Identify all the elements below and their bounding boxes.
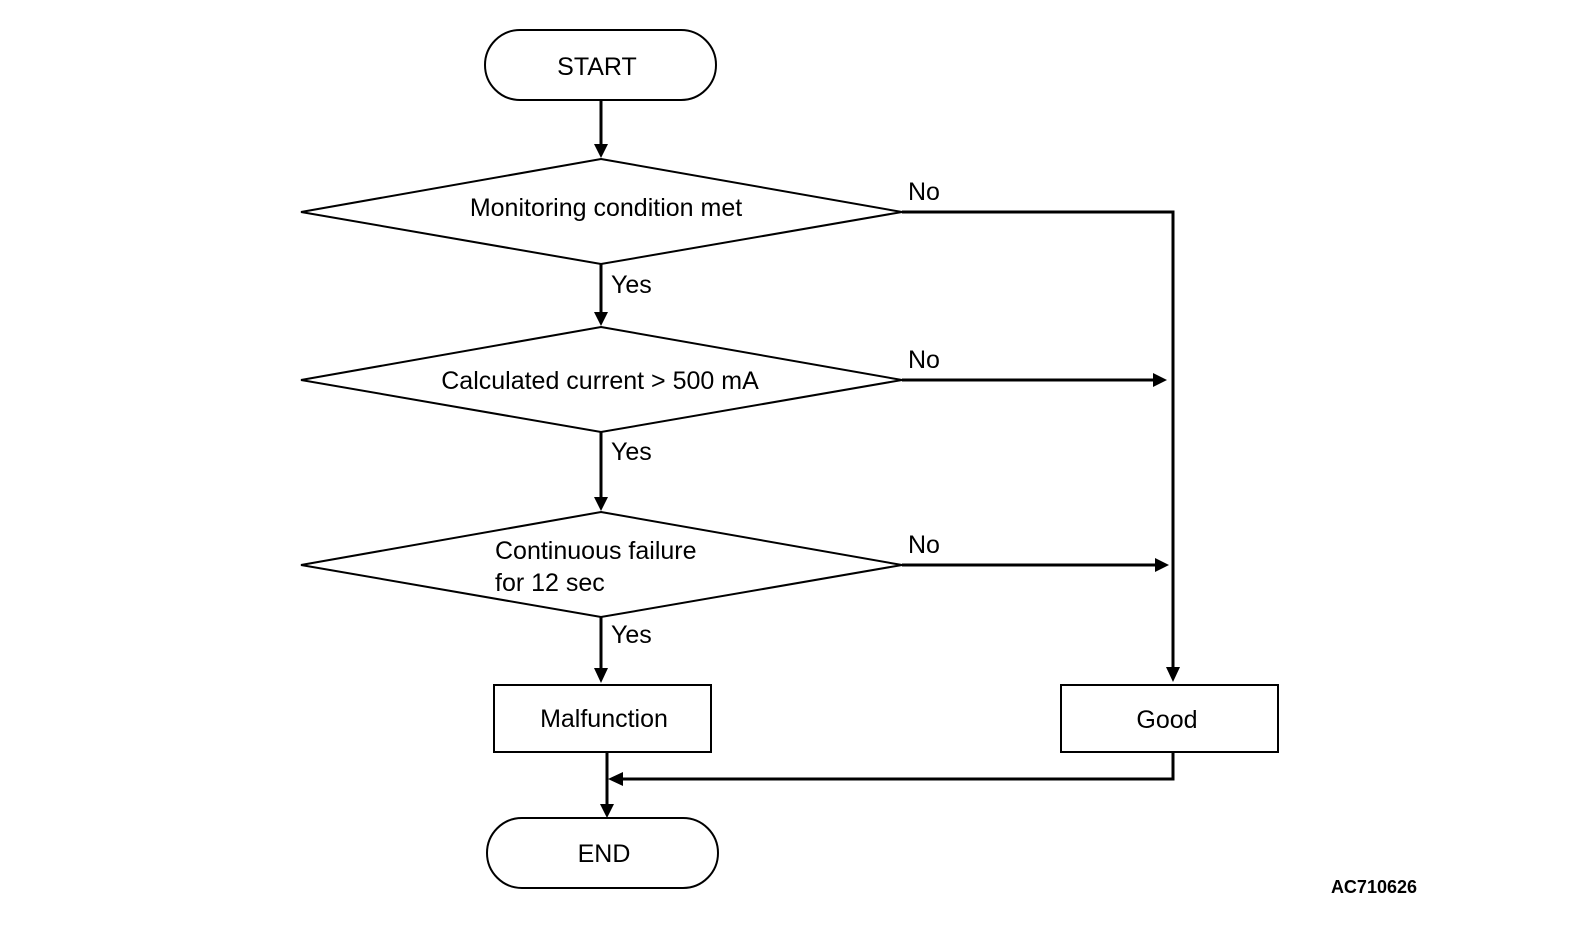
arrowhead-good	[1166, 667, 1180, 682]
arrowhead-decision-1	[594, 144, 608, 158]
yes-label-decision-2: Yes	[611, 438, 652, 466]
end-label: END	[578, 840, 631, 868]
yes-label-decision-3: Yes	[611, 621, 652, 649]
no-label-decision-2: No	[908, 346, 940, 374]
no-label-decision-3: No	[908, 531, 940, 559]
start-node: START	[484, 29, 717, 101]
no-label-decision-1: No	[908, 178, 940, 206]
arrowhead-merge	[608, 772, 623, 786]
good-label: Good	[1136, 706, 1197, 734]
arrowhead-decision-3-no	[1155, 558, 1169, 572]
figure-code: AC710626	[1331, 877, 1417, 897]
connector-good-to-merge	[621, 752, 1175, 781]
yes-label-decision-1: Yes	[611, 271, 652, 299]
decision-continuous-failure: Continuous failure for 12 sec	[300, 510, 903, 619]
start-label: START	[557, 53, 637, 81]
connector-decision-1-no	[902, 210, 1175, 668]
malfunction-label: Malfunction	[540, 705, 668, 733]
good-box: Good	[1060, 684, 1279, 753]
end-node: END	[486, 817, 719, 889]
malfunction-box: Malfunction	[493, 684, 712, 753]
arrowhead-decision-3	[594, 497, 608, 511]
arrowhead-decision-2-no	[1153, 373, 1167, 387]
arrowhead-end	[600, 804, 614, 818]
decision-calculated-current-label: Calculated current > 500 mA	[441, 367, 759, 395]
decision-continuous-failure-label-line-1: Continuous failure	[495, 537, 697, 565]
decision-monitoring-condition-label: Monitoring condition met	[470, 194, 742, 222]
decision-calculated-current: Calculated current > 500 mA	[300, 325, 903, 434]
decision-monitoring-condition: Monitoring condition met	[300, 157, 903, 266]
arrowhead-decision-2	[594, 312, 608, 326]
decision-continuous-failure-label-line-2: for 12 sec	[495, 569, 605, 597]
arrowhead-malfunction	[594, 668, 608, 683]
